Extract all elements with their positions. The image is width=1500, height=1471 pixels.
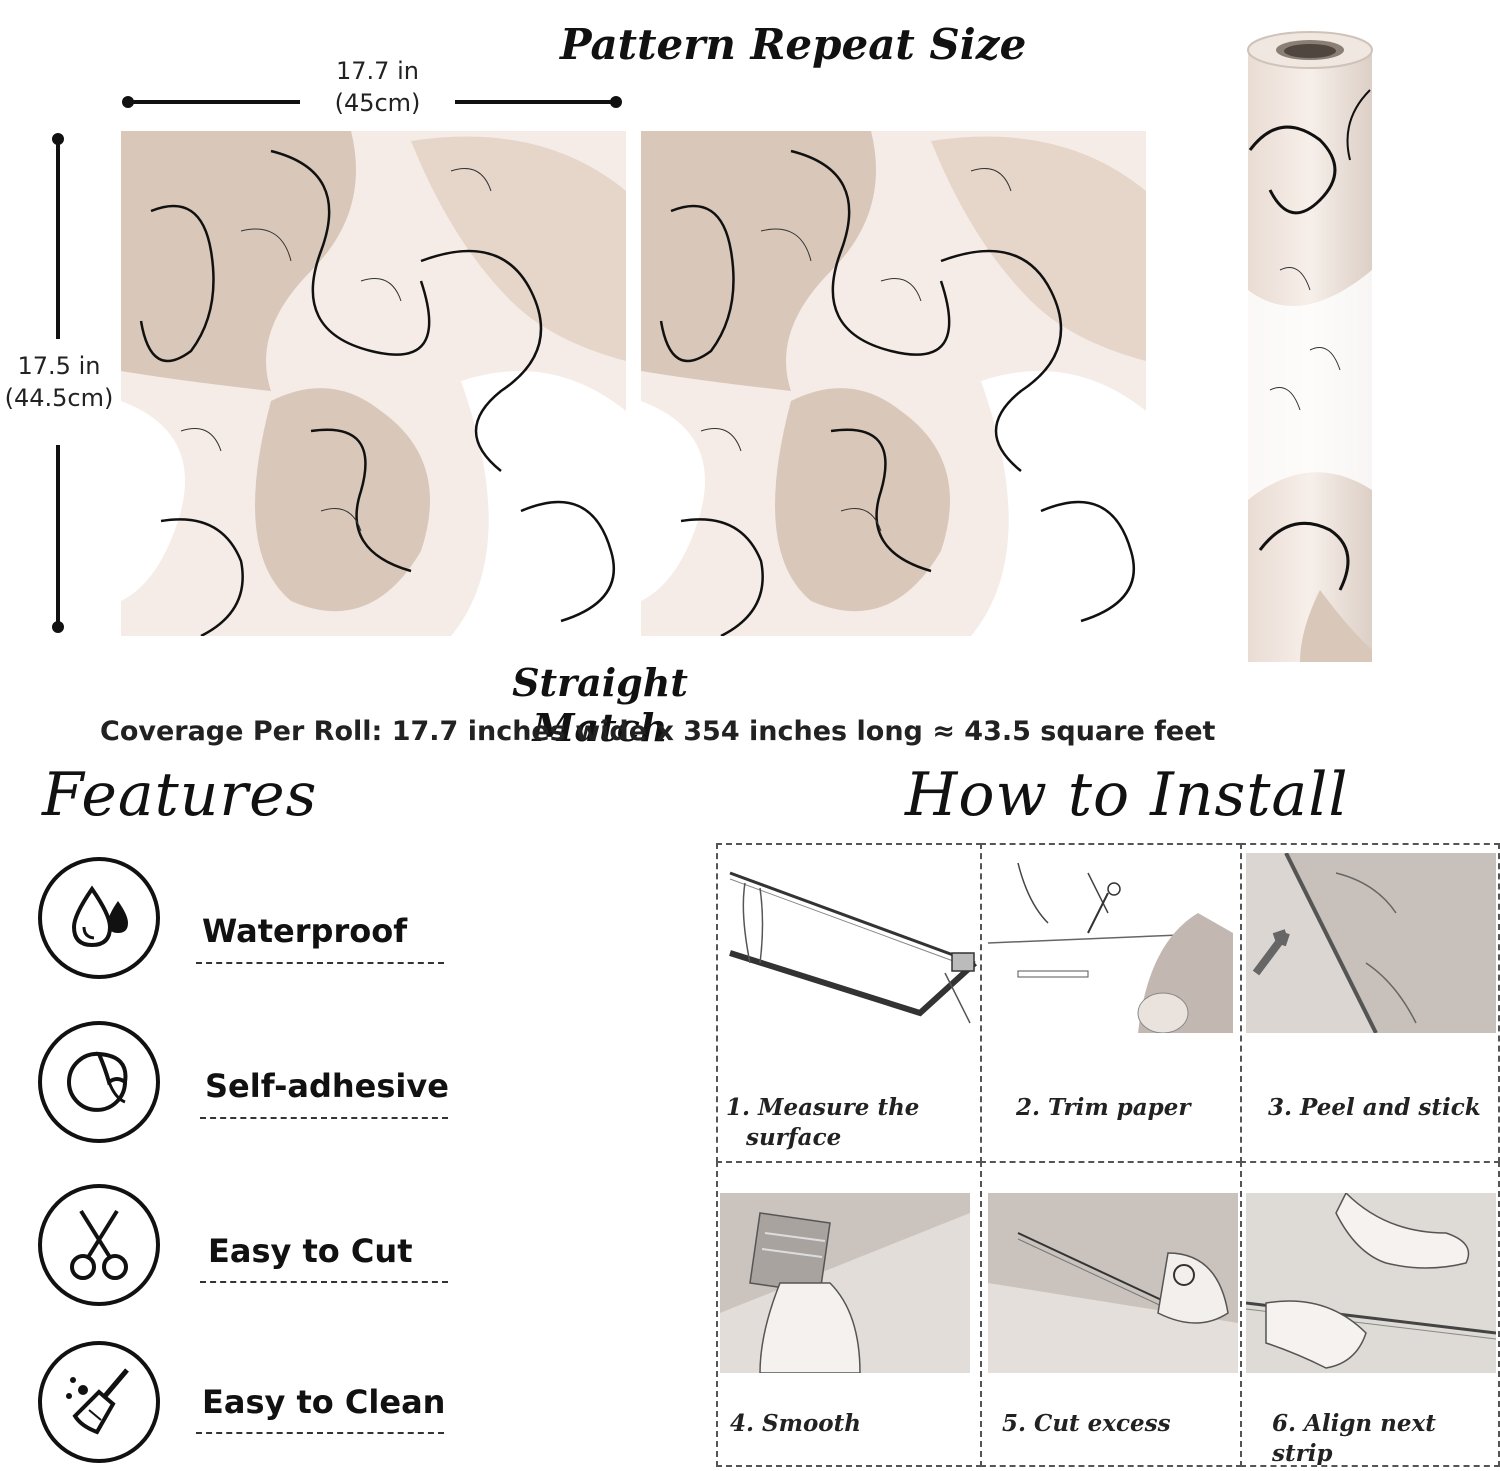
self-adhesive-icon-circle bbox=[38, 1021, 160, 1143]
width-dimension-line-right bbox=[455, 100, 615, 104]
line-art-pattern bbox=[641, 131, 1146, 636]
install-step-5-label: 5. Cut excess bbox=[1002, 1410, 1171, 1437]
smooth-illustration bbox=[720, 1193, 970, 1373]
width-cm: (45cm) bbox=[334, 89, 421, 117]
height-dimension-line-top bbox=[56, 139, 60, 339]
install-step-2: 2. Trim paper bbox=[980, 843, 1242, 1163]
broom-icon bbox=[66, 1368, 129, 1435]
feature-divider bbox=[200, 1281, 448, 1283]
coverage-text: Coverage Per Roll: 17.7 inches wide x 35… bbox=[100, 716, 1216, 747]
height-inches: 17.5 in bbox=[17, 352, 101, 380]
feature-label-easy-to-cut: Easy to Cut bbox=[208, 1232, 413, 1270]
align-strip-illustration bbox=[1246, 1193, 1496, 1373]
features-title: Features bbox=[42, 760, 318, 830]
dimension-dot-bottom bbox=[52, 621, 64, 633]
install-steps-grid: 1. Measure the surface 2. Trim paper 3. … bbox=[716, 843, 1500, 1467]
install-step-1-label-line2: surface bbox=[746, 1124, 842, 1151]
width-dimension-line-left bbox=[128, 100, 300, 104]
install-title: How to Install bbox=[905, 760, 1349, 830]
water-drop-icon bbox=[71, 885, 128, 948]
line-art-pattern bbox=[121, 131, 626, 636]
install-step-1: 1. Measure the surface bbox=[716, 843, 982, 1163]
wallpaper-roll bbox=[1240, 30, 1380, 670]
measure-illustration bbox=[729, 871, 978, 1024]
feature-divider bbox=[196, 962, 444, 964]
easy-to-clean-icon-circle bbox=[38, 1341, 160, 1463]
easy-to-cut-icon-circle bbox=[38, 1184, 160, 1306]
trim-illustration bbox=[988, 862, 1233, 1033]
scissors-icon bbox=[70, 1209, 128, 1280]
dimension-dot-right bbox=[610, 96, 622, 108]
width-dimension-label: 17.7 in (45cm) bbox=[305, 55, 450, 119]
peel-stick-illustration bbox=[1246, 853, 1496, 1033]
pattern-panel-right bbox=[641, 131, 1146, 636]
install-step-5: 5. Cut excess bbox=[980, 1161, 1242, 1467]
peel-sticker-icon bbox=[67, 1051, 128, 1112]
install-step-4-label: 4. Smooth bbox=[730, 1410, 861, 1437]
install-step-6-label: 6. Align next strip bbox=[1272, 1410, 1436, 1467]
install-step-1-label: 1. Measure the bbox=[726, 1094, 920, 1121]
install-step-2-label: 2. Trim paper bbox=[1016, 1094, 1191, 1121]
height-dimension-label: 17.5 in (44.5cm) bbox=[0, 350, 118, 414]
install-step-6: 6. Align next strip bbox=[1240, 1161, 1500, 1467]
pattern-repeat-title: Pattern Repeat Size bbox=[560, 20, 1027, 69]
width-inches: 17.7 in bbox=[336, 57, 419, 85]
wallpaper-roll-illustration bbox=[1247, 31, 1373, 662]
straight-match-label: Straight Match bbox=[512, 660, 688, 750]
install-step-4: 4. Smooth bbox=[716, 1161, 982, 1467]
height-cm: (44.5cm) bbox=[4, 384, 114, 412]
install-step-3-label: 3. Peel and stick bbox=[1268, 1094, 1481, 1121]
feature-label-self-adhesive: Self-adhesive bbox=[205, 1067, 449, 1105]
feature-divider bbox=[196, 1432, 444, 1434]
feature-divider bbox=[200, 1117, 448, 1119]
pattern-panel-left bbox=[121, 131, 626, 636]
waterproof-icon-circle bbox=[38, 857, 160, 979]
feature-label-easy-to-clean: Easy to Clean bbox=[202, 1383, 446, 1421]
feature-label-waterproof: Waterproof bbox=[202, 912, 408, 950]
height-dimension-line-bottom bbox=[56, 445, 60, 625]
install-step-3: 3. Peel and stick bbox=[1240, 843, 1500, 1163]
cut-excess-illustration bbox=[988, 1193, 1238, 1373]
